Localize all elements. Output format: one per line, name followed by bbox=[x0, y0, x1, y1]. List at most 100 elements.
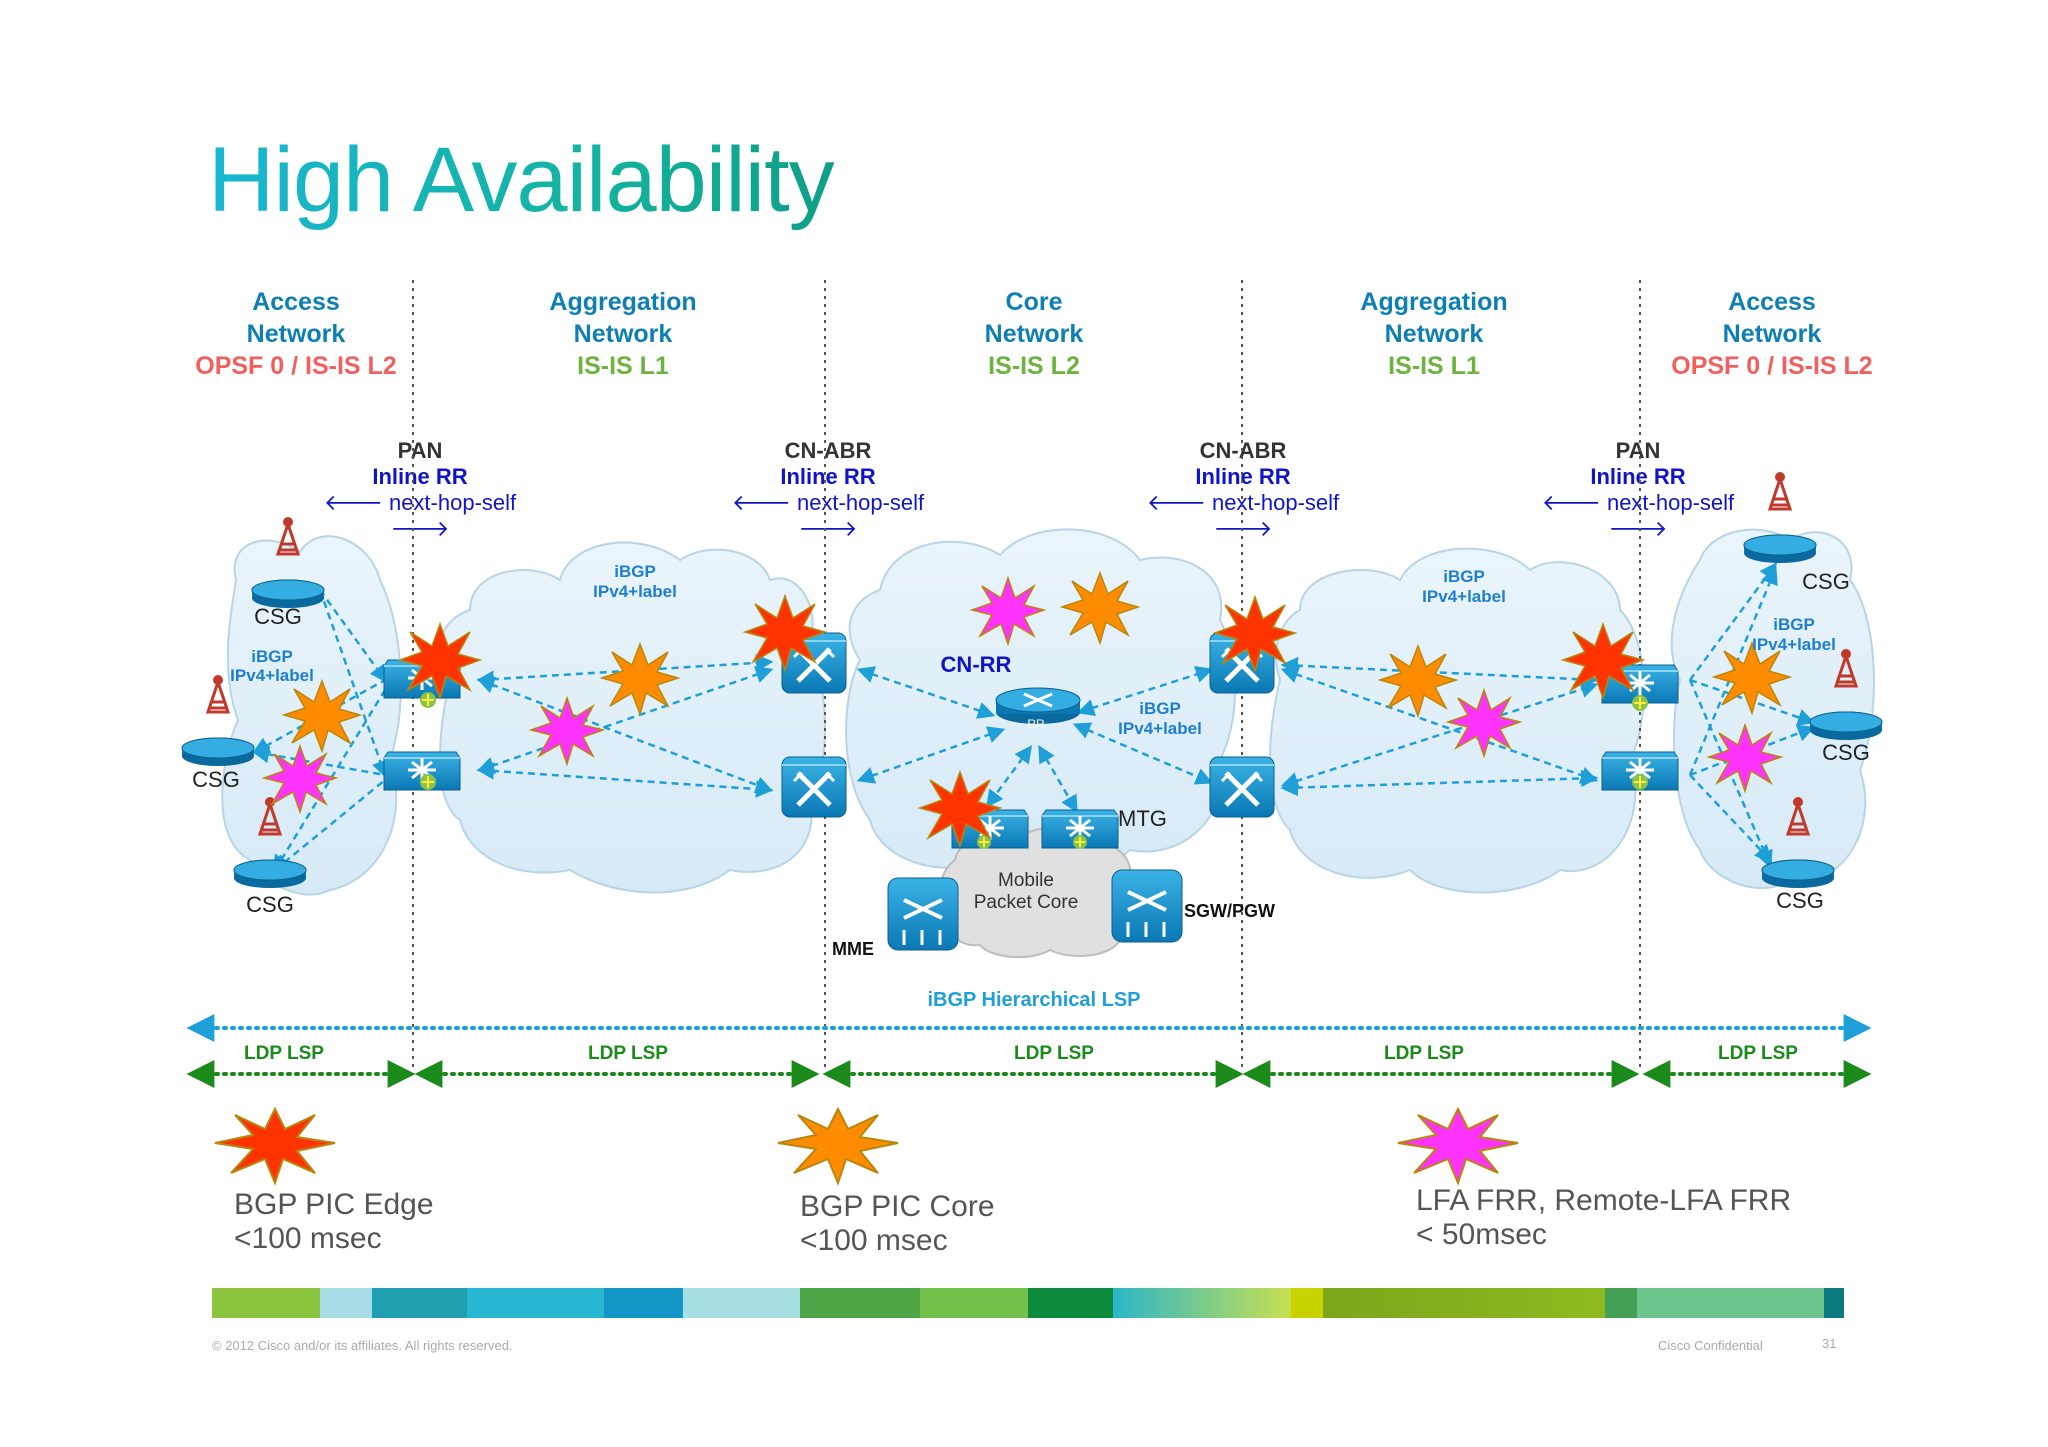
next-hop-self-label: 🡐 next-hop-self 🡒 bbox=[731, 490, 925, 541]
zone-aggregation-right: Aggregation Network IS-IS L1 bbox=[1284, 286, 1584, 382]
inline-rr-label: Inline RR bbox=[1590, 464, 1686, 489]
color-bar-segment bbox=[1824, 1288, 1844, 1318]
cn-rr-label: CN-RR bbox=[941, 652, 1012, 677]
burst-orange-icon bbox=[1711, 640, 1793, 716]
inline-rr-label: Inline RR bbox=[780, 464, 876, 489]
ldp-lsp-label: LDP LSP bbox=[244, 1043, 324, 1064]
mpc-label: Packet Core bbox=[974, 892, 1079, 913]
link bbox=[1076, 665, 1214, 717]
zone-protocol: IS-IS L2 bbox=[988, 352, 1080, 380]
burst-red-icon bbox=[397, 621, 483, 701]
legend-lfa-frr: LFA FRR, Remote-LFA FRR < 50msec bbox=[1416, 1184, 1791, 1252]
csg-label: CSG bbox=[192, 767, 240, 792]
burst-magenta-icon bbox=[1445, 687, 1523, 759]
router-role: PAN bbox=[1615, 438, 1661, 463]
sgw-pgw-label: SGW/PGW bbox=[1184, 901, 1275, 921]
mme-label: MME bbox=[832, 939, 874, 959]
zone-protocol: IS-IS L1 bbox=[1388, 352, 1480, 380]
color-bar-segment bbox=[800, 1288, 920, 1318]
pan-router-left-top-badge bbox=[420, 692, 436, 708]
link bbox=[1072, 722, 1214, 785]
mpc-label: Mobile bbox=[998, 870, 1054, 891]
zone-protocol: OPSF 0 / IS-IS L2 bbox=[1671, 352, 1873, 380]
csg-label: CSG bbox=[1822, 740, 1870, 765]
decorative-color-bar bbox=[212, 1288, 1844, 1318]
zone-core: Core Network IS-IS L2 bbox=[884, 286, 1184, 382]
burst-red-icon bbox=[742, 593, 828, 673]
ibgp-label: iBGP bbox=[614, 562, 656, 581]
zone-name: Aggregation bbox=[549, 288, 697, 316]
link bbox=[318, 589, 388, 683]
color-bar-segment bbox=[1637, 1288, 1824, 1318]
zone-name: Network bbox=[1384, 320, 1484, 348]
legend-title: LFA FRR, Remote-LFA FRR bbox=[1416, 1184, 1792, 1217]
border-router-label-cnabr-right: CN-ABR Inline RR 🡐 next-hop-self 🡒 bbox=[1123, 438, 1363, 542]
zone-name: Access bbox=[252, 288, 340, 316]
legend-title: BGP PIC Edge bbox=[234, 1188, 434, 1221]
burst-red-icon bbox=[1560, 621, 1646, 701]
slide-title: High Availability bbox=[208, 129, 835, 231]
link bbox=[1689, 774, 1773, 863]
legend-bgp-pic-edge: BGP PIC Edge <100 msec bbox=[234, 1188, 434, 1256]
border-router-label-cnabr-left: CN-ABR Inline RR 🡐 next-hop-self 🡒 bbox=[708, 438, 948, 542]
mtg-label: MTG bbox=[1118, 806, 1167, 831]
color-bar-segment bbox=[372, 1288, 467, 1318]
pan-router-right-top-badge bbox=[1632, 695, 1648, 711]
legend-title: BGP PIC Core bbox=[800, 1190, 995, 1223]
links bbox=[251, 562, 1816, 873]
color-bar-segment bbox=[320, 1288, 372, 1318]
legend-burst-magenta-icon bbox=[1397, 1106, 1519, 1186]
zone-name: Network bbox=[1722, 320, 1822, 348]
zone-protocol: OPSF 0 / IS-IS L2 bbox=[195, 352, 397, 380]
page-number: 31 bbox=[1822, 1336, 1837, 1351]
zone-name: Aggregation bbox=[1360, 288, 1508, 316]
legend-burst-red-icon bbox=[214, 1106, 336, 1186]
legend-value: < 50msec bbox=[1416, 1218, 1547, 1251]
color-bar-segment bbox=[604, 1288, 683, 1318]
ldp-lsp-label: LDP LSP bbox=[1014, 1043, 1094, 1064]
color-bar-segment bbox=[1028, 1288, 1113, 1318]
burst-orange-icon bbox=[281, 678, 363, 754]
next-hop-self-label: 🡐 next-hop-self 🡒 bbox=[323, 490, 517, 541]
zone-name: Network bbox=[246, 320, 346, 348]
border-router-label-pan-right: PAN Inline RR 🡐 next-hop-self 🡒 bbox=[1518, 438, 1758, 542]
ipv4-label-label: IPv4+label bbox=[230, 666, 314, 685]
mme-device bbox=[887, 877, 959, 951]
ipv4-label-label: IPv4+label bbox=[1422, 587, 1506, 606]
color-bar-segment bbox=[1113, 1288, 1291, 1318]
cn-abr-right-bottom bbox=[1210, 757, 1274, 817]
legend-value: <100 msec bbox=[800, 1224, 948, 1257]
ibgp-label: iBGP bbox=[1139, 699, 1181, 718]
burst-orange-icon bbox=[599, 641, 681, 717]
ibgp-label: iBGP bbox=[251, 647, 293, 666]
burst-red-icon bbox=[917, 769, 1003, 849]
color-bar-segment bbox=[212, 1288, 320, 1318]
csg-device-right-top bbox=[1742, 470, 1818, 565]
inline-rr-label: Inline RR bbox=[372, 464, 468, 489]
zone-aggregation-left: Aggregation Network IS-IS L1 bbox=[473, 286, 773, 382]
rr-device-label: RR bbox=[1027, 717, 1045, 731]
mtg-device-badge bbox=[1073, 835, 1087, 849]
legend-burst-orange-icon bbox=[777, 1106, 899, 1186]
ipv4-label-label: IPv4+label bbox=[1752, 635, 1836, 654]
burst-orange-icon bbox=[1377, 643, 1459, 719]
zone-access-right: Access Network OPSF 0 / IS-IS L2 bbox=[1622, 286, 1922, 382]
csg-label: CSG bbox=[254, 604, 302, 629]
burst-magenta-icon bbox=[261, 743, 339, 815]
link bbox=[318, 589, 389, 779]
link bbox=[476, 666, 774, 774]
ipv4-label-label: IPv4+label bbox=[1118, 719, 1202, 738]
color-bar-segment bbox=[467, 1288, 604, 1318]
legend-bgp-pic-core: BGP PIC Core <100 msec bbox=[800, 1190, 995, 1258]
ibgp-label: iBGP bbox=[1443, 567, 1485, 586]
confidential-text: Cisco Confidential bbox=[1658, 1338, 1763, 1353]
cn-rr-device bbox=[995, 687, 1081, 724]
pan-router-right-bottom-badge bbox=[1632, 774, 1648, 790]
mpc-router-left-badge bbox=[977, 835, 991, 849]
csg-label: CSG bbox=[1802, 569, 1850, 594]
zone-name: Network bbox=[573, 320, 673, 348]
hierarchical-lsp-label: iBGP Hierarchical LSP bbox=[927, 989, 1140, 1011]
link bbox=[1280, 769, 1599, 797]
ibgp-label: iBGP bbox=[1773, 615, 1815, 634]
color-bar-segment bbox=[1291, 1288, 1323, 1318]
